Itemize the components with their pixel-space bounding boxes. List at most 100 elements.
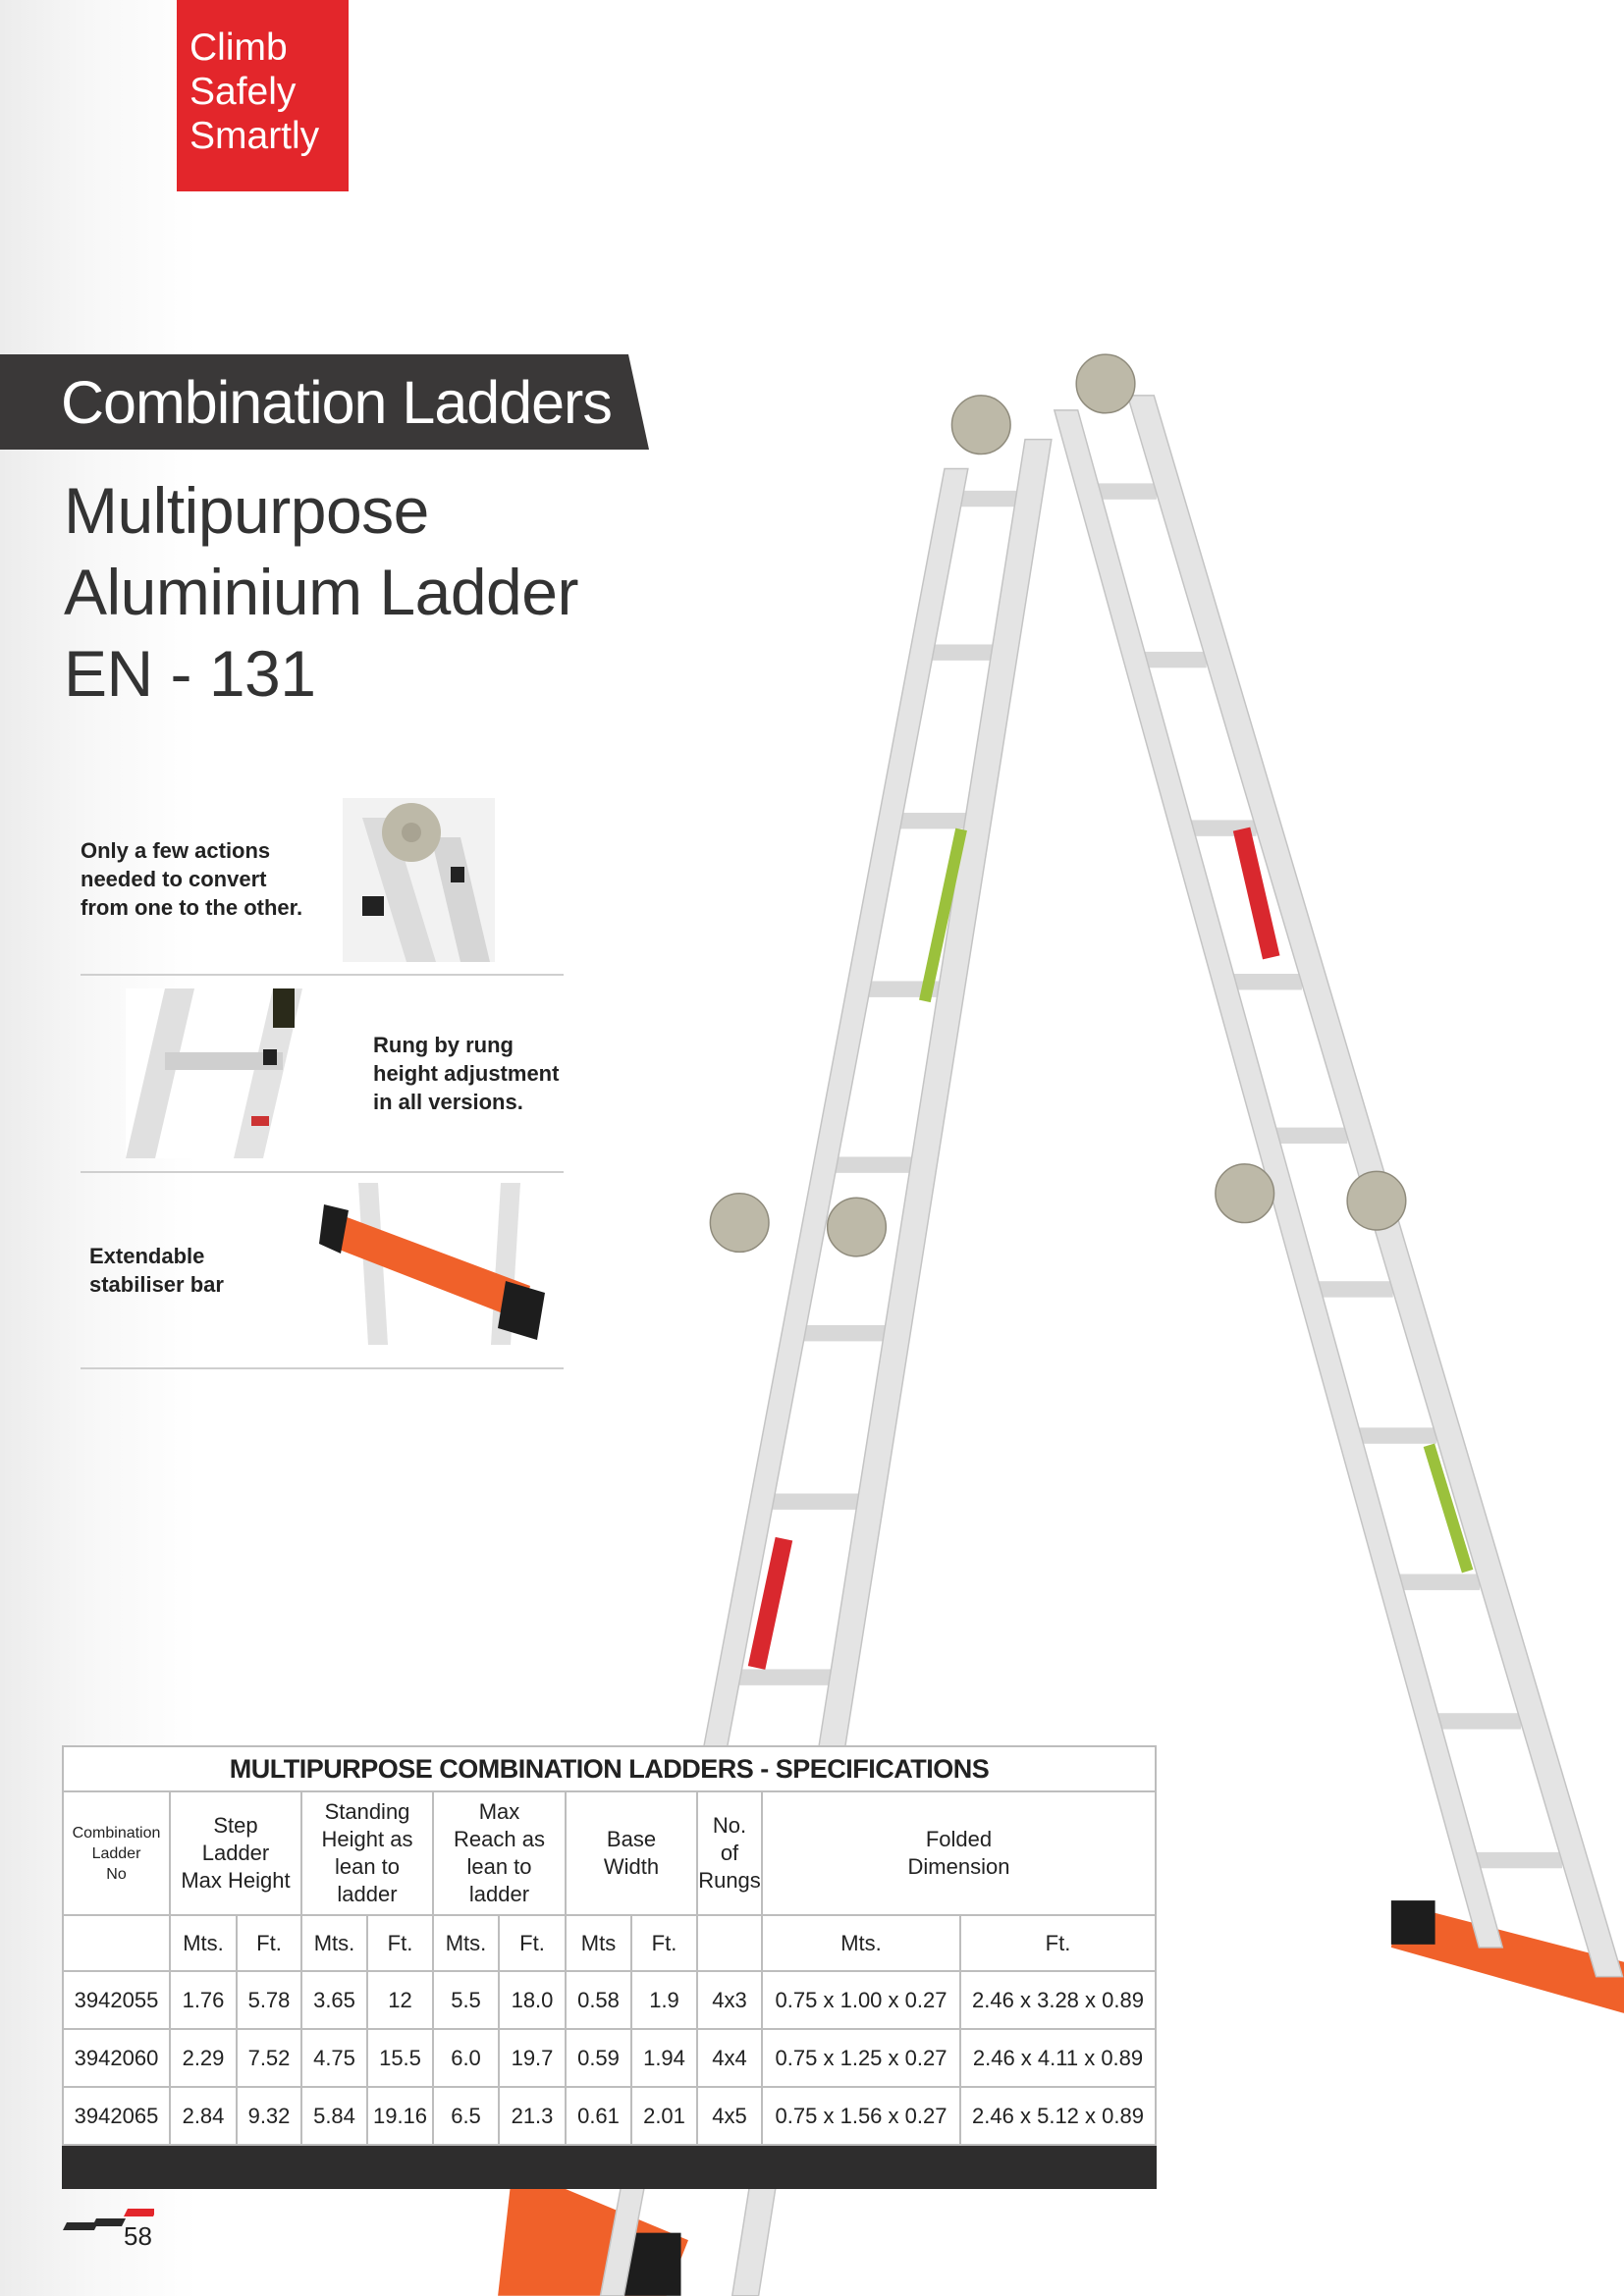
unit-cell: Ft. xyxy=(630,1914,698,1972)
table-cell: 1.94 xyxy=(630,2028,698,2088)
table-cell: 19.7 xyxy=(498,2028,567,2088)
hinge-icon xyxy=(1215,1163,1275,1224)
unit-cell: Mts xyxy=(565,1914,632,1972)
ladder-rung xyxy=(832,1156,915,1173)
feature-line: Rung by rung xyxy=(373,1033,514,1057)
hinge-icon xyxy=(1346,1170,1407,1231)
table-cell: 5.84 xyxy=(300,2086,368,2146)
feature-line: stabiliser bar xyxy=(89,1272,224,1297)
ladder-rung xyxy=(1432,1713,1522,1730)
table-cell: 12 xyxy=(366,1970,434,2030)
table-cell: 3.65 xyxy=(300,1970,368,2030)
table-cell: 4.75 xyxy=(300,2028,368,2088)
table-cell: 2.46 x 5.12 x 0.89 xyxy=(958,2086,1158,2146)
table-cell: 3942060 xyxy=(62,2028,171,2088)
hinge-icon xyxy=(1075,353,1136,414)
section-title: Combination Ladders xyxy=(61,369,613,436)
unit-cell: Mts. xyxy=(432,1914,500,1972)
ladder-rung xyxy=(800,1324,889,1342)
table-cell: 15.5 xyxy=(366,2028,434,2088)
table-cell: 2.46 x 4.11 x 0.89 xyxy=(958,2028,1158,2088)
table-cell: 2.01 xyxy=(630,2086,698,2146)
table-footer-bar xyxy=(61,2144,1158,2189)
product-title-line: EN - 131 xyxy=(64,637,316,710)
table-cell: 4x5 xyxy=(696,2086,763,2146)
ladder-rung xyxy=(735,1669,835,1685)
hinge-icon xyxy=(709,1192,770,1254)
ladder-rung xyxy=(1227,974,1302,990)
ladder-rung xyxy=(1393,1574,1481,1590)
table-cell: 0.58 xyxy=(565,1970,632,2030)
unit-cell: Ft. xyxy=(236,1914,302,1972)
table-cell: 7.52 xyxy=(236,2028,302,2088)
feature-line: Only a few actions xyxy=(81,838,271,863)
feature-line: in all versions. xyxy=(373,1090,523,1114)
brand-label xyxy=(919,828,967,1003)
divider xyxy=(81,974,564,976)
table-cell: 6.0 xyxy=(432,2028,500,2088)
table-cell: 19.16 xyxy=(366,2086,434,2146)
ladder-rung xyxy=(1353,1427,1436,1444)
unit-cell: Ft. xyxy=(498,1914,567,1972)
tagline-line: Safely xyxy=(189,71,297,113)
table-cell: 1.9 xyxy=(630,1970,698,2030)
red-label xyxy=(747,1536,793,1670)
stabiliser-foot xyxy=(1390,1900,1435,1945)
table-cell: 5.5 xyxy=(432,1970,500,2030)
table-cell: 3942065 xyxy=(62,2086,171,2146)
table-cell: 4x3 xyxy=(696,1970,763,2030)
ladder-rung xyxy=(1092,483,1157,500)
section-banner: Combination Ladders xyxy=(0,354,649,450)
table-cell: 0.75 x 1.00 x 0.27 xyxy=(761,1970,961,2030)
unit-cell xyxy=(696,1914,763,1972)
brand-label xyxy=(1423,1443,1474,1574)
specifications-table: MULTIPURPOSE COMBINATION LADDERS - SPECI… xyxy=(61,1745,1158,2189)
unit-cell: Ft. xyxy=(366,1914,434,1972)
table-title: MULTIPURPOSE COMBINATION LADDERS - SPECI… xyxy=(61,1745,1158,1792)
table-cell: 1.76 xyxy=(169,1970,238,2030)
unit-cell xyxy=(62,1914,171,1972)
ladder-rail xyxy=(1053,409,1504,1949)
divider xyxy=(81,1171,564,1173)
unit-cell: Mts. xyxy=(300,1914,368,1972)
table-cell: 5.78 xyxy=(236,1970,302,2030)
table-cell: 4x4 xyxy=(696,2028,763,2088)
red-label xyxy=(1232,827,1280,960)
table-cell: 6.5 xyxy=(432,2086,500,2146)
table-cell: 9.32 xyxy=(236,2086,302,2146)
table-cell: 3942055 xyxy=(62,1970,171,2030)
table-cell: 0.61 xyxy=(565,2086,632,2146)
ladder-rung xyxy=(1138,651,1207,668)
footer-stripes-logo xyxy=(63,2209,154,2230)
table-cell: 2.29 xyxy=(169,2028,238,2088)
brand-tagline-box: Climb Safely Smartly xyxy=(177,0,349,191)
table-cell: 0.75 x 1.25 x 0.27 xyxy=(761,2028,961,2088)
table-cell: 2.84 xyxy=(169,2086,238,2146)
table-cell: 0.59 xyxy=(565,2028,632,2088)
feature-text: Rung by rung height adjustment in all ve… xyxy=(373,1031,559,1116)
table-cell: 18.0 xyxy=(498,1970,567,2030)
hinge-joint-photo xyxy=(343,798,495,962)
feature-line: from one to the other. xyxy=(81,895,303,920)
hinge-icon xyxy=(826,1197,888,1257)
ladder-rung xyxy=(929,644,997,661)
ladder-rung xyxy=(1470,1851,1563,1869)
stabiliser-bar-photo xyxy=(319,1183,545,1345)
unit-cell: Mts. xyxy=(761,1914,961,1972)
table-cell: 2.46 x 3.28 x 0.89 xyxy=(958,1970,1158,2030)
feature-line: needed to convert xyxy=(81,867,267,891)
ladder-rung xyxy=(1312,1281,1393,1298)
divider xyxy=(81,1367,564,1369)
ladder-rung xyxy=(1270,1127,1348,1145)
